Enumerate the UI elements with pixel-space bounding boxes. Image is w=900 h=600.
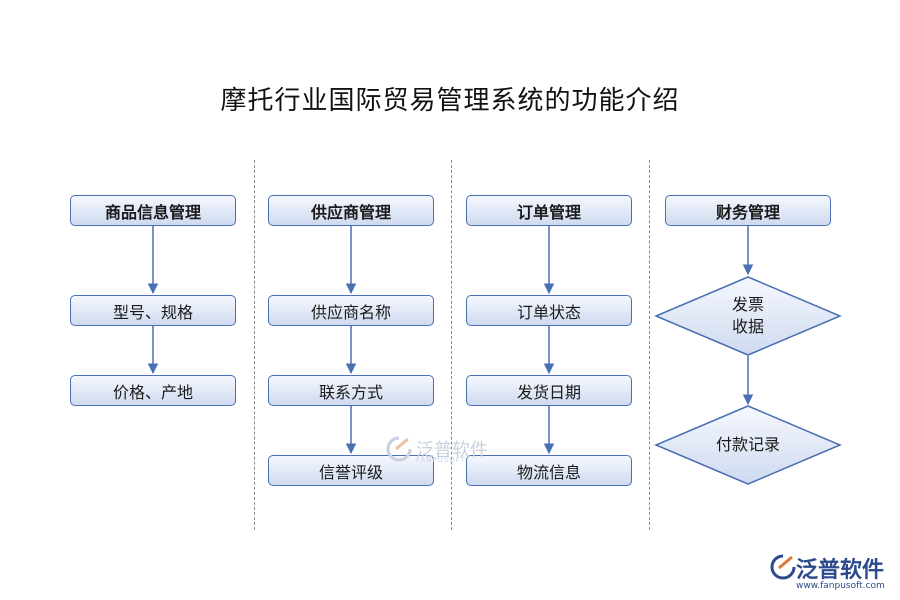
item-box: 联系方式 xyxy=(268,375,434,406)
diamond-label: 发票 收据 xyxy=(731,295,764,336)
brand-logo-icon xyxy=(770,554,796,580)
item-box: 信誉评级 xyxy=(268,455,434,486)
watermark-sub: FANPUSOFT xyxy=(416,456,466,464)
item-box: 供应商名称 xyxy=(268,295,434,326)
item-box: 发货日期 xyxy=(466,375,632,406)
watermark-logo-icon xyxy=(386,436,412,462)
header-box-finance: 财务管理 xyxy=(665,195,831,226)
column-divider xyxy=(649,160,650,530)
diamond-label: 付款记录 xyxy=(715,435,780,454)
item-box: 价格、产地 xyxy=(70,375,236,406)
item-box: 订单状态 xyxy=(466,295,632,326)
decision-diamond xyxy=(654,276,842,356)
watermark: 泛普软件 FANPUSOFT xyxy=(386,436,488,464)
item-box: 型号、规格 xyxy=(70,295,236,326)
column-divider xyxy=(254,160,255,530)
item-box: 物流信息 xyxy=(466,455,632,486)
page-title: 摩托行业国际贸易管理系统的功能介绍 xyxy=(220,86,680,116)
decision-diamond xyxy=(654,405,842,485)
brand-url: www.fanpusoft.com xyxy=(796,581,885,591)
brand-name: 泛普软件 xyxy=(796,558,885,583)
column-divider xyxy=(451,160,452,530)
header-box-order: 订单管理 xyxy=(466,195,632,226)
watermark-name: 泛普软件 xyxy=(416,440,488,461)
header-box-supplier: 供应商管理 xyxy=(268,195,434,226)
header-box-product-info: 商品信息管理 xyxy=(70,195,236,226)
